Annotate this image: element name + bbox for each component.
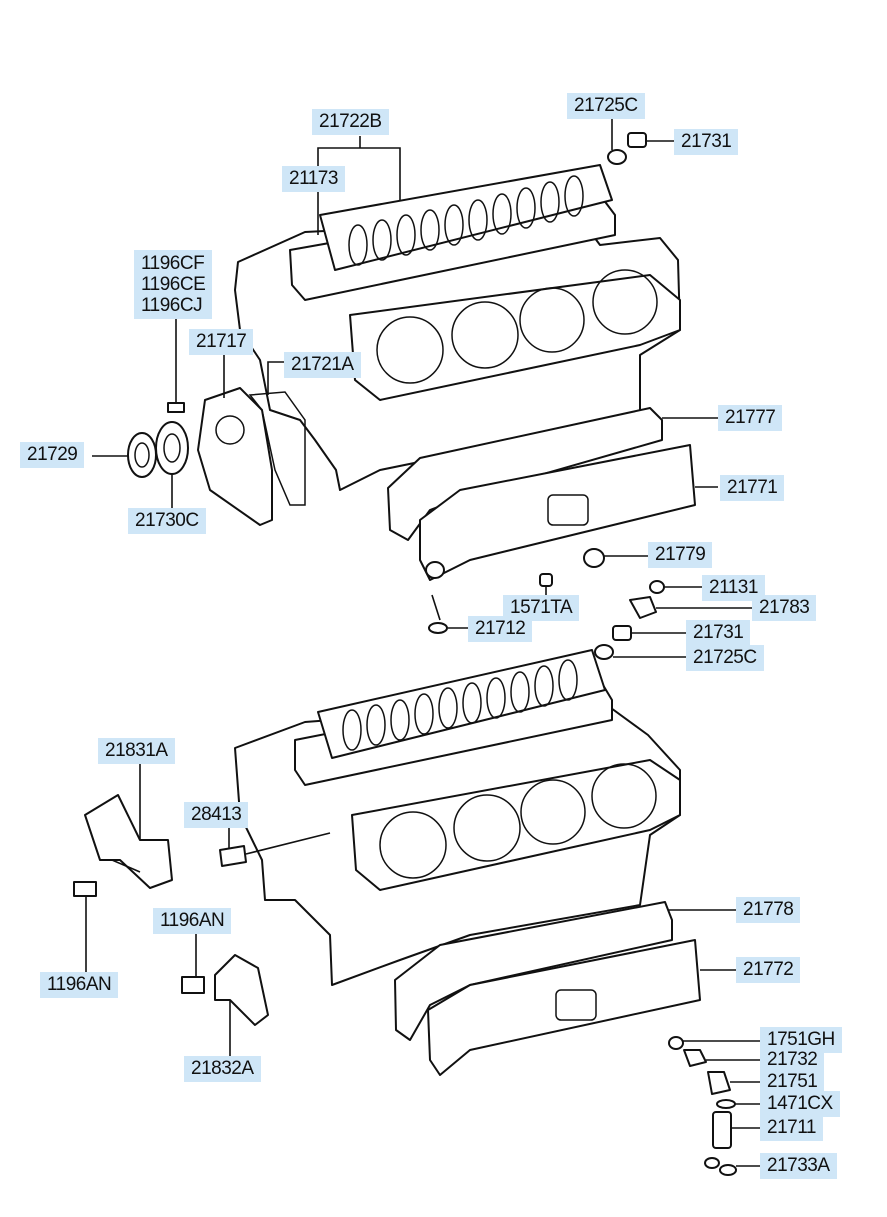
part-label-1196c: 1196CF 1196CE 1196CJ	[134, 250, 213, 319]
part-label-21722b: 21722B	[312, 109, 389, 135]
part-label-21832a: 21832A	[184, 1056, 261, 1082]
part-label-21731-mid: 21731	[686, 620, 751, 646]
seal-plate	[155, 421, 189, 475]
part-label-21778: 21778	[736, 897, 801, 923]
part-label-21783: 21783	[752, 595, 817, 621]
upper-valve-cover	[289, 164, 616, 301]
part-label-21777: 21777	[718, 405, 783, 431]
part-label-21751: 21751	[760, 1069, 825, 1095]
part-label-21731-top: 21731	[674, 129, 739, 155]
drain-hardware	[668, 1036, 737, 1176]
part-label-21725c-top: 21725C	[567, 93, 645, 119]
bracket-21832a	[214, 954, 269, 1026]
part-label-21725c-mid: 21725C	[686, 645, 764, 671]
small-hardware	[428, 548, 665, 634]
bracket2-bolt	[181, 976, 205, 994]
sensor	[219, 845, 247, 867]
part-label-21711: 21711	[760, 1115, 823, 1141]
lower-pan-gasket	[394, 901, 701, 1076]
cover-bolt	[167, 402, 185, 413]
oil-seal	[127, 432, 157, 478]
part-label-21730c: 21730C	[128, 508, 206, 534]
part-label-21732: 21732	[760, 1047, 825, 1073]
part-label-21771: 21771	[720, 475, 785, 501]
part-label-1196an-left: 1196AN	[40, 972, 119, 998]
timing-cover	[197, 387, 306, 526]
part-label-1751gh: 1751GH	[760, 1027, 842, 1053]
part-label-21733a: 21733A	[760, 1153, 837, 1179]
leader-lines	[85, 118, 760, 1167]
part-label-21729: 21729	[20, 442, 85, 468]
part-label-21779: 21779	[648, 542, 713, 568]
part-label-21717: 21717	[189, 329, 254, 355]
mid-bolt-and-washer	[594, 625, 632, 660]
top-bolt-and-washer	[607, 132, 647, 165]
bracket-21831a	[84, 794, 173, 889]
part-label-1471cx: 1471CX	[760, 1091, 840, 1117]
part-label-21721a: 21721A	[284, 352, 361, 378]
part-label-21772: 21772	[736, 957, 801, 983]
lower-valve-cover	[294, 649, 613, 786]
part-label-1196an-mid: 1196AN	[153, 908, 232, 934]
upper-pan-gasket	[387, 407, 696, 581]
part-label-21173: 21173	[282, 166, 345, 192]
part-label-21712: 21712	[468, 616, 533, 642]
part-label-28413: 28413	[184, 802, 249, 828]
bracket-bolt	[73, 881, 97, 897]
part-label-21831a: 21831A	[98, 738, 175, 764]
